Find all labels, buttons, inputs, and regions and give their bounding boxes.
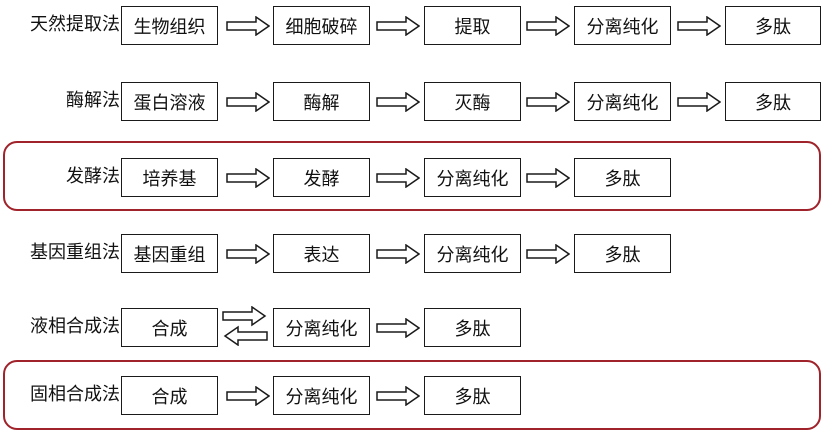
- step-box: 多肽: [424, 308, 521, 347]
- right-arrow-icon: [376, 318, 420, 338]
- step-box: 分离纯化: [273, 376, 370, 415]
- step-box: 细胞破碎: [273, 6, 370, 45]
- right-arrow-icon: [226, 92, 270, 112]
- step-box: 多肽: [725, 6, 821, 45]
- step-box: 多肽: [424, 376, 521, 415]
- highlight-frame-fermentation: [3, 141, 821, 211]
- method-label-gene-recombination: 基因重组法: [30, 242, 120, 263]
- right-arrow-icon: [526, 244, 570, 264]
- right-arrow-icon: [226, 386, 270, 406]
- right-arrow-icon: [376, 92, 420, 112]
- step-box: 分离纯化: [273, 308, 370, 347]
- step-box: 酶解: [273, 82, 370, 121]
- step-box: 提取: [424, 6, 521, 45]
- right-arrow-icon: [376, 386, 420, 406]
- right-arrow-icon: [526, 16, 570, 36]
- right-arrow-icon: [677, 92, 721, 112]
- right-arrow-icon: [526, 92, 570, 112]
- right-arrow-icon: [376, 16, 420, 36]
- step-box: 灭酶: [424, 82, 521, 121]
- step-box: 表达: [273, 234, 370, 273]
- step-box: 多肽: [574, 234, 671, 273]
- step-box: 多肽: [725, 82, 821, 121]
- method-label-enzymatic-hydrolysis: 酶解法: [66, 90, 120, 111]
- step-box: 发酵: [273, 158, 370, 197]
- double-opposite-arrow-icon: [222, 306, 268, 346]
- step-box: 合成: [121, 308, 218, 347]
- right-arrow-icon: [526, 168, 570, 188]
- right-arrow-icon: [376, 168, 420, 188]
- right-arrow-icon: [376, 244, 420, 264]
- step-box: 分离纯化: [574, 6, 671, 45]
- method-label-solid-phase-synthesis: 固相合成法: [30, 384, 120, 405]
- step-box: 分离纯化: [424, 158, 521, 197]
- step-box: 生物组织: [121, 6, 218, 45]
- step-box: 基因重组: [121, 234, 218, 273]
- method-label-natural-extraction: 天然提取法: [30, 14, 120, 35]
- step-box: 培养基: [121, 158, 218, 197]
- step-box: 多肽: [574, 158, 671, 197]
- right-arrow-icon: [226, 168, 270, 188]
- method-label-fermentation: 发酵法: [66, 166, 120, 187]
- right-arrow-icon: [226, 244, 270, 264]
- right-arrow-icon: [677, 16, 721, 36]
- right-arrow-icon: [226, 16, 270, 36]
- method-label-liquid-phase-synthesis: 液相合成法: [30, 316, 120, 337]
- step-box: 分离纯化: [574, 82, 671, 121]
- step-box: 合成: [121, 376, 218, 415]
- step-box: 蛋白溶液: [121, 82, 218, 121]
- highlight-frame-solid-phase-synthesis: [3, 360, 821, 430]
- step-box: 分离纯化: [424, 234, 521, 273]
